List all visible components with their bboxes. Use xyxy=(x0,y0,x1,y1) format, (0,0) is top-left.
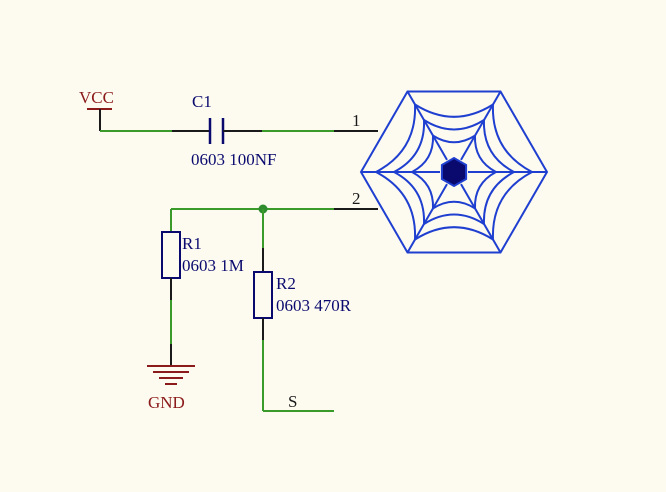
r1-body xyxy=(161,231,181,279)
r1-designator: R1 xyxy=(182,234,202,253)
r2-designator: R2 xyxy=(276,274,296,293)
sensor-web-ring xyxy=(393,118,517,226)
sensor-web-ring xyxy=(375,102,535,242)
pin2-number: 2 xyxy=(352,189,361,208)
c1-value: 0603 100NF xyxy=(191,150,276,169)
pin1-number: 1 xyxy=(352,111,361,130)
r2-body xyxy=(253,271,273,319)
resistor-r2 xyxy=(253,271,273,319)
gnd-label: GND xyxy=(148,393,185,412)
touch-sensor-icon xyxy=(359,90,549,254)
vcc-symbol xyxy=(87,108,112,131)
vcc-label: VCC xyxy=(79,88,114,107)
sensor-web-ring xyxy=(411,133,499,211)
net-label-s: S xyxy=(288,392,297,411)
sensor-center-hexagon xyxy=(440,156,468,188)
resistor-r1 xyxy=(161,231,181,279)
capacitor-c1 xyxy=(172,118,262,144)
gnd-symbol xyxy=(147,365,195,385)
r1-value: 0603 1M xyxy=(182,256,244,275)
r2-value: 0603 470R xyxy=(276,296,352,315)
c1-designator: C1 xyxy=(192,92,212,111)
